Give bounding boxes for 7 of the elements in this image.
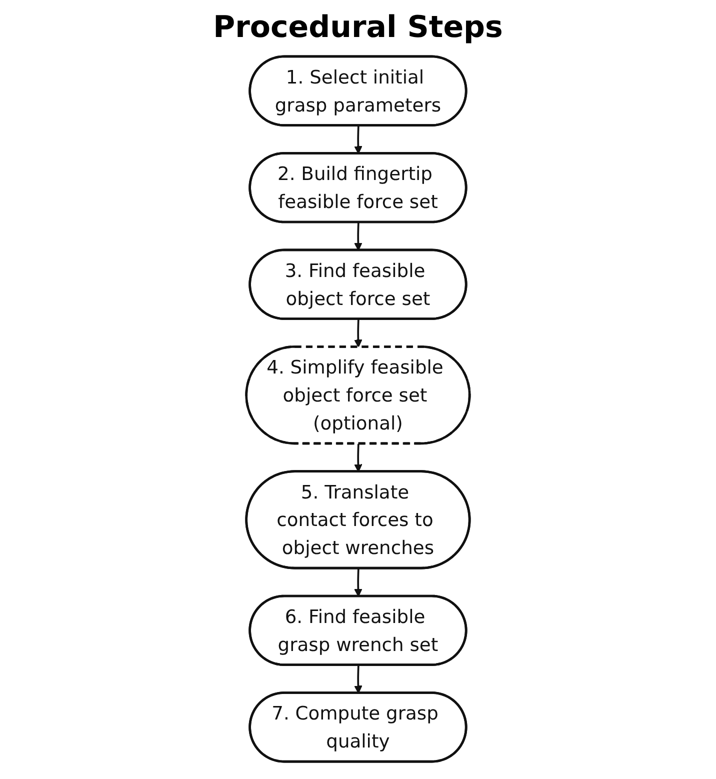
arrow	[354, 126, 362, 154]
arrow	[354, 222, 362, 251]
arrow	[354, 568, 362, 597]
diagram-title: Procedural Steps	[212, 10, 504, 45]
arrow	[354, 665, 362, 694]
arrow	[354, 444, 362, 472]
arrow	[354, 319, 362, 348]
